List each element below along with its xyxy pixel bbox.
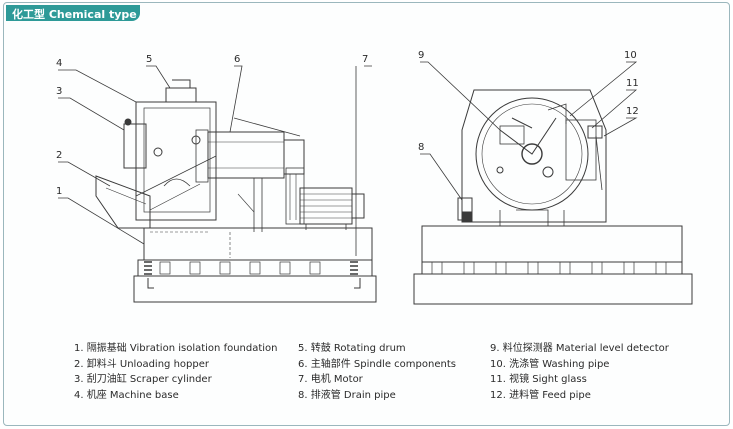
- front-foundation-base: [413, 273, 693, 305]
- legend-item: 9. 料位探测器 Material level detector: [490, 343, 669, 354]
- header-title: 化工型 Chemical type: [12, 8, 137, 21]
- callout-numbers: 4 3 2 1 5 6 7 9 10 11 12 8: [56, 50, 639, 197]
- legend-item: 1. 隔振基础 Vibration isolation foundation: [74, 343, 278, 354]
- figure-frame: 化工型 Chemical type: [3, 2, 730, 426]
- header-tab: 化工型 Chemical type: [6, 5, 140, 21]
- legend-item: 4. 机座 Machine base: [74, 389, 179, 401]
- top-inlet: [165, 79, 197, 103]
- feed-pipe-block: [565, 119, 597, 181]
- front-housing: [461, 89, 607, 223]
- callout-2: 2: [56, 150, 62, 161]
- leader-lines: [58, 61, 638, 256]
- callout-5: 5: [146, 54, 152, 65]
- legend-item: 7. 电机 Motor: [298, 374, 363, 385]
- callout-6: 6: [234, 54, 240, 65]
- callout-10: 10: [624, 50, 637, 61]
- housing-frame: [135, 101, 217, 221]
- callout-4: 4: [56, 58, 62, 69]
- callout-9: 9: [418, 50, 424, 61]
- legend-item: 12. 进料管 Feed pipe: [490, 389, 591, 401]
- legend-item: 3. 刮刀油缸 Scraper cylinder: [74, 374, 212, 385]
- front-isolation-blocks: [431, 261, 667, 275]
- legend-column-2: 5. 转鼓 Rotating drum 6. 主轴部件 Spindle comp…: [298, 341, 456, 403]
- motor-fins: [300, 193, 352, 219]
- front-machine-base: [421, 225, 683, 263]
- foundation-base: [133, 275, 377, 303]
- legend-item: 11. 视镜 Sight glass: [490, 374, 587, 385]
- foundation-upper: [137, 259, 373, 277]
- callout-11: 11: [626, 78, 639, 89]
- isolation-springs: [144, 261, 358, 275]
- legend-item: 5. 转鼓 Rotating drum: [298, 343, 406, 354]
- callout-8: 8: [418, 142, 424, 153]
- isolation-blocks: [159, 261, 321, 275]
- scraper-cylinder: [123, 123, 147, 169]
- machine-base-slab: [143, 227, 373, 261]
- front-view: [413, 89, 693, 305]
- anchor-bolts: [147, 278, 361, 289]
- legend-item: 10. 洗涤管 Washing pipe: [490, 358, 610, 370]
- legend-item: 8. 排液管 Drain pipe: [298, 389, 396, 401]
- legend-column-3: 9. 料位探测器 Material level detector 10. 洗涤管…: [490, 341, 669, 403]
- legend-column-1: 1. 隔振基础 Vibration isolation foundation 2…: [74, 341, 278, 403]
- side-view: [95, 79, 377, 303]
- callout-1: 1: [56, 186, 62, 197]
- spindle-bearing: [283, 139, 305, 175]
- legend-item: 2. 卸料斗 Unloading hopper: [74, 358, 209, 370]
- legend-item: 6. 主轴部件 Spindle components: [298, 358, 456, 370]
- callout-7: 7: [362, 54, 368, 65]
- rotating-drum: [207, 131, 285, 179]
- callout-12: 12: [626, 106, 639, 117]
- callout-3: 3: [56, 86, 62, 97]
- unloading-hopper: [95, 175, 151, 229]
